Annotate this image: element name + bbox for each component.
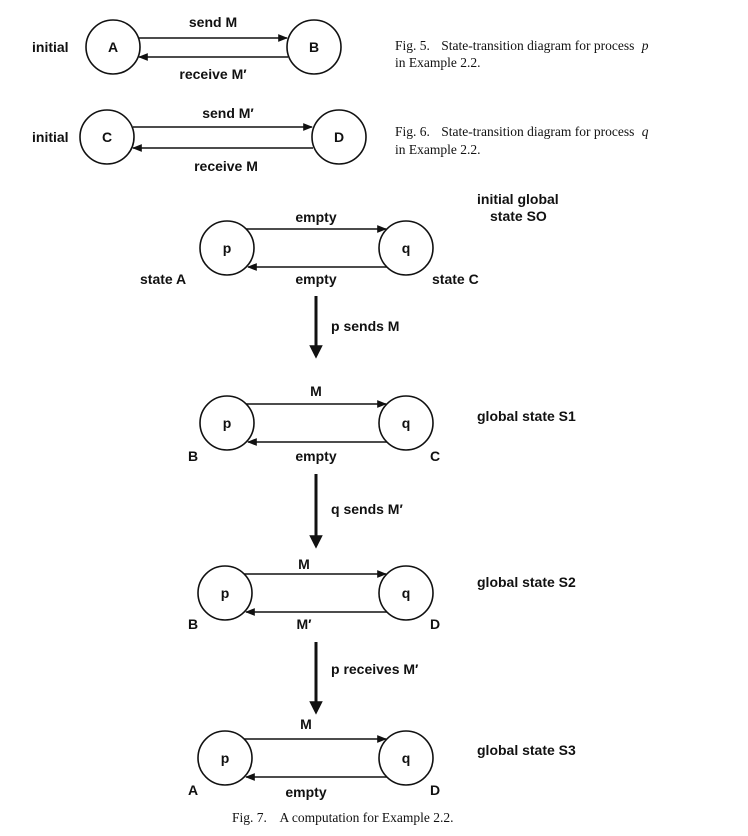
fig5-initial-label: initial [32, 39, 69, 55]
fig5-caption-var: p [641, 38, 649, 53]
fig7-state-s1: p q M empty B C global state S1 [188, 383, 576, 464]
fig5-state-a-label: A [108, 39, 118, 55]
fig6-initial-label: initial [32, 129, 69, 145]
fig6-diagram: initial C D send M′ receive M [32, 105, 367, 174]
fig5-caption-number: Fig. 5. [395, 38, 430, 53]
fig7-caption-number: Fig. 7. [232, 810, 267, 825]
fig7-s2-p-label: p [221, 585, 230, 601]
fig7-s2-process-p [197, 565, 253, 621]
fig7-s0-left-state: state A [140, 271, 186, 287]
fig6-caption-line2: in Example 2.2. [395, 142, 480, 157]
fig7-caption-text: A computation for Example 2.2. [280, 810, 454, 825]
fig7-s2-right-state: D [430, 616, 440, 632]
fig5-caption: Fig. 5. State-transition diagram for pro… [395, 38, 649, 70]
fig7-s3-left-state: A [188, 782, 198, 798]
fig7-s0-title-line2: state SO [490, 208, 547, 224]
fig7-s0-process-p [199, 220, 255, 276]
fig7-s1-right-state: C [430, 448, 440, 464]
fig7-state-s3: p q M empty A D global state S3 [188, 716, 576, 800]
fig7-transition-1-label: p sends M [331, 318, 399, 334]
fig7-s0-right-state: state C [432, 271, 479, 287]
svg-text:Fig. 6. State-transition: Fig. 6. State-transition diagram for pro… [395, 124, 649, 139]
fig7-state-s0: p q empty empty state A state C initial … [140, 191, 559, 287]
fig6-caption-number: Fig. 6. [395, 124, 430, 139]
fig6-state-d-circle [311, 109, 367, 165]
fig5-caption-text: State-transition diagram for process [441, 38, 634, 53]
fig7-s0-p-label: p [223, 240, 232, 256]
fig5-diagram: initial A B send M receive M′ [32, 14, 342, 82]
fig5-send-label: send M [189, 14, 237, 30]
fig7-s3-process-p [197, 730, 253, 786]
fig7-s2-q-label: q [402, 585, 411, 601]
fig6-caption-var: q [642, 124, 649, 139]
fig7-s3-top-channel-label: M [300, 716, 312, 732]
fig5-state-b-circle [286, 19, 342, 75]
fig7-transition-1: p sends M [309, 296, 399, 359]
fig7-s0-process-q [378, 220, 434, 276]
fig7-s1-title: global state S1 [477, 408, 576, 424]
fig5-receive-label: receive M′ [179, 66, 247, 82]
fig7-s3-title: global state S3 [477, 742, 576, 758]
fig7-caption: Fig. 7. A computation for Example 2.2. [232, 810, 454, 825]
fig7-transition-3: p receives M′ [309, 642, 419, 715]
fig7-s2-title: global state S2 [477, 574, 576, 590]
fig7-s3-process-q [378, 730, 434, 786]
fig7-s2-bottom-channel-label: M′ [296, 616, 312, 632]
fig5-state-b-label: B [309, 39, 319, 55]
fig6-send-label: send M′ [202, 105, 254, 121]
fig7-s3-bottom-channel-label: empty [285, 784, 326, 800]
fig6-receive-label: receive M [194, 158, 258, 174]
fig7-transition-2-label: q sends M′ [331, 501, 403, 517]
fig7-s3-right-state: D [430, 782, 440, 798]
fig7-s0-bottom-channel-label: empty [295, 271, 336, 287]
fig7-s1-process-q [378, 395, 434, 451]
fig7-transition-2: q sends M′ [309, 474, 403, 549]
fig6-state-d-label: D [334, 129, 344, 145]
fig6-state-c-label: C [102, 129, 112, 145]
fig5-state-a-circle [85, 19, 141, 75]
svg-text:Fig. 5. State-transition: Fig. 5. State-transition diagram for pro… [395, 38, 649, 53]
fig7-s1-q-label: q [402, 415, 411, 431]
fig7-s2-process-q [378, 565, 434, 621]
fig7-s0-q-label: q [402, 240, 411, 256]
fig7-s1-process-p [199, 395, 255, 451]
fig6-caption: Fig. 6. State-transition diagram for pro… [395, 124, 649, 157]
fig7-s1-top-channel-label: M [310, 383, 322, 399]
fig6-caption-text: State-transition diagram for process [441, 124, 634, 139]
fig7-s0-title-line1: initial global [477, 191, 559, 207]
fig7-s1-p-label: p [223, 415, 232, 431]
fig7-s3-q-label: q [402, 750, 411, 766]
svg-text:Fig. 7. A computation fo: Fig. 7. A computation for Example 2.2. [232, 810, 454, 825]
fig7-s2-top-channel-label: M [298, 556, 310, 572]
fig6-state-c-circle [79, 109, 135, 165]
fig7-state-s2: p q M M′ B D global state S2 [188, 556, 576, 632]
fig7-s2-left-state: B [188, 616, 198, 632]
fig7-s0-top-channel-label: empty [295, 209, 336, 225]
fig7-s3-p-label: p [221, 750, 230, 766]
fig7-s1-left-state: B [188, 448, 198, 464]
fig5-caption-line2: in Example 2.2. [395, 55, 480, 70]
fig7-transition-3-label: p receives M′ [331, 661, 419, 677]
fig7-s1-bottom-channel-label: empty [295, 448, 336, 464]
